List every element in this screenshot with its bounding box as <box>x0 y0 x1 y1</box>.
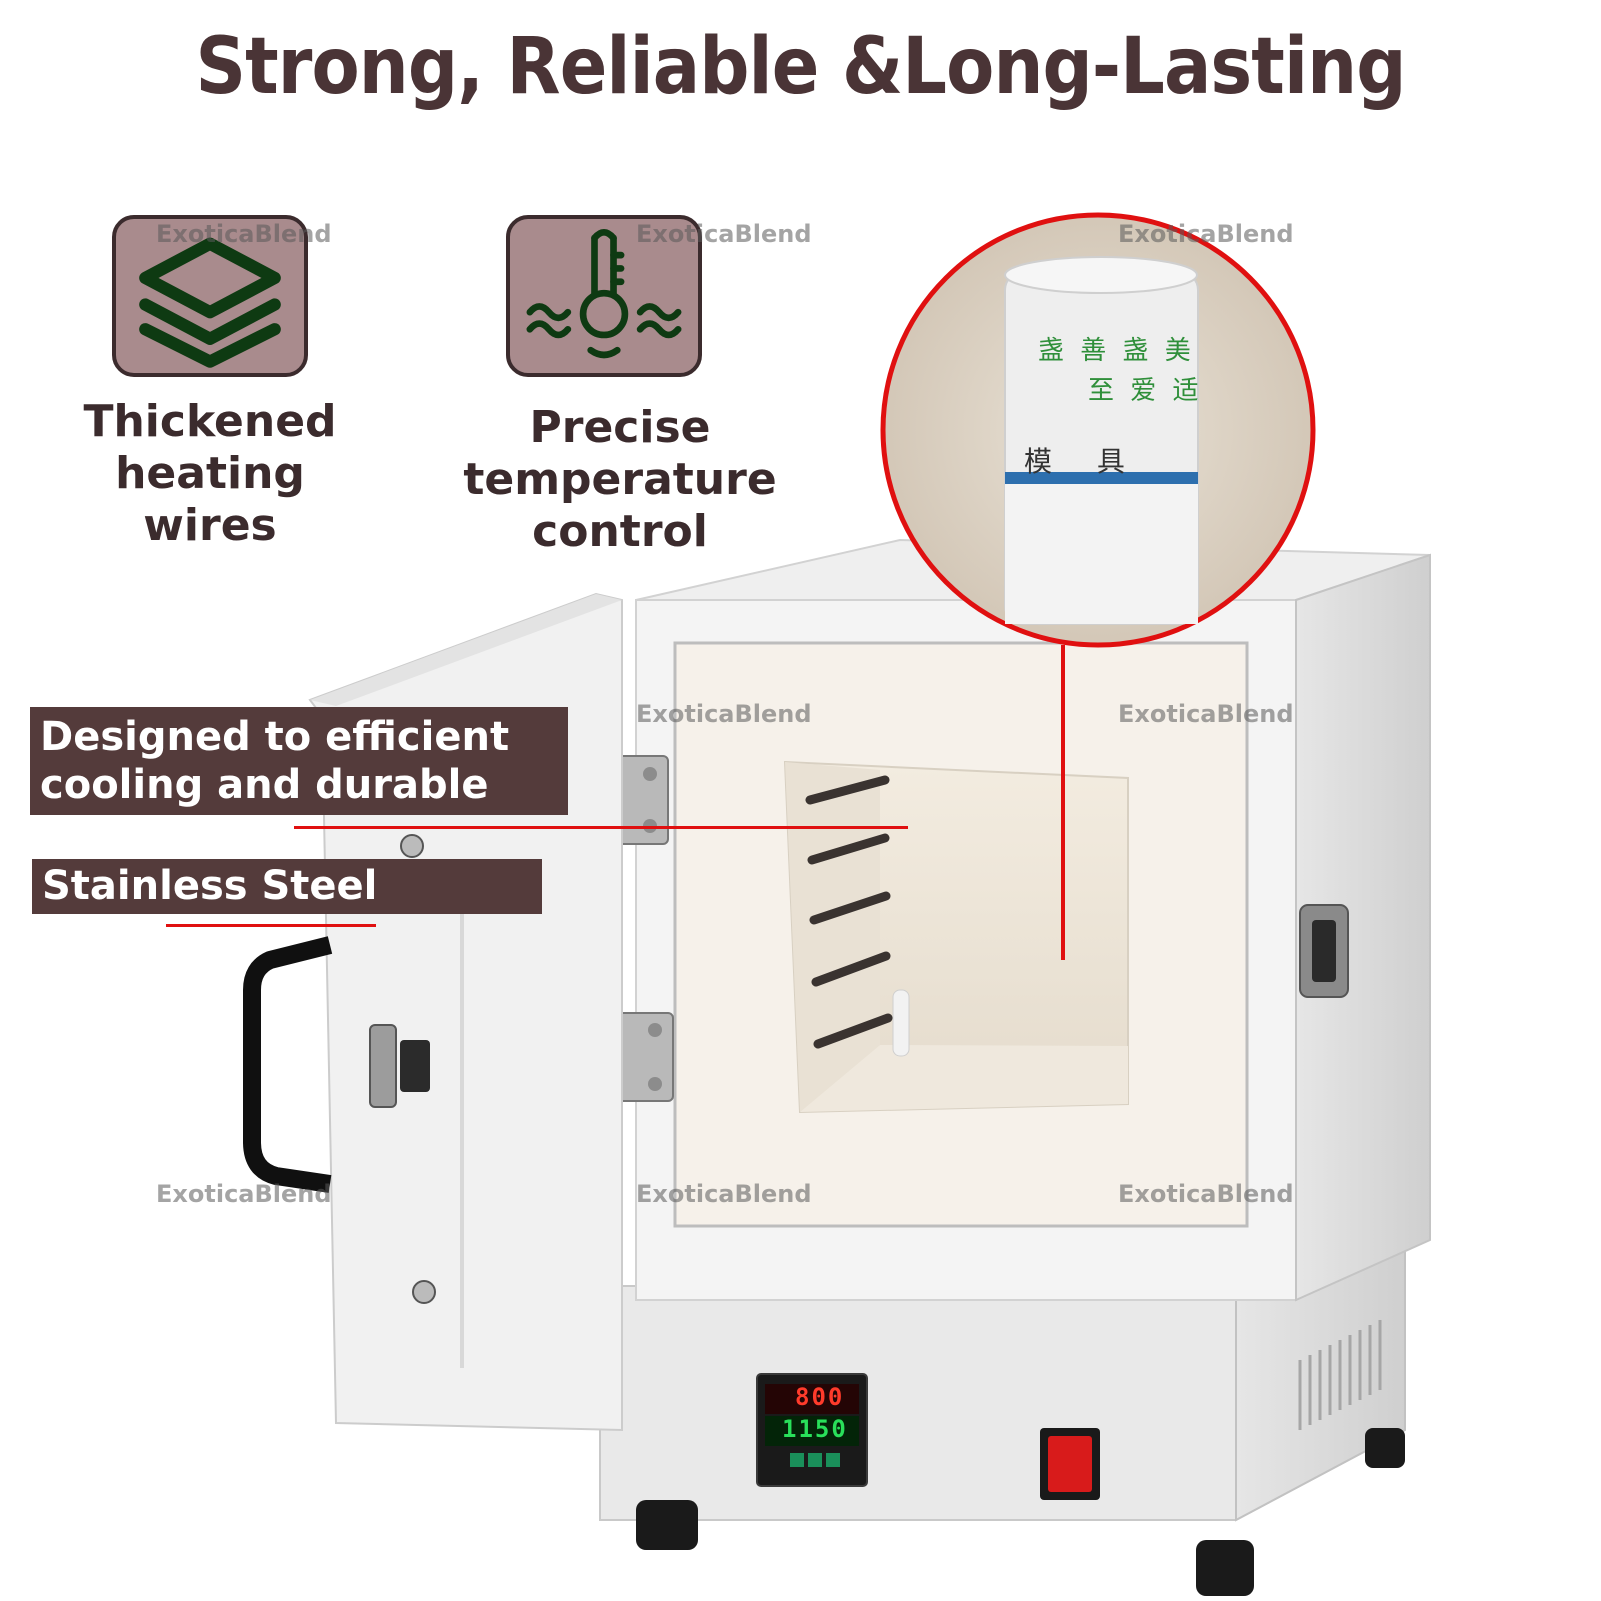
controller-sv-display: 1150 <box>782 1415 848 1443</box>
watermark: ExoticaBlend <box>1118 1180 1294 1208</box>
pointer-line-cooling <box>294 826 908 829</box>
controller-pv-display: 800 <box>795 1383 845 1411</box>
crucible-label-row-3: 模 具 <box>1024 445 1143 478</box>
layers-icon <box>112 215 308 377</box>
watermark: ExoticaBlend <box>156 220 332 248</box>
crucible-label-row-1: 盏 善 盏 美 <box>1038 336 1195 366</box>
watermark: ExoticaBlend <box>156 1180 332 1208</box>
watermark: ExoticaBlend <box>1118 700 1294 728</box>
feature-label-heating-wires: Thickened heating wires <box>83 396 337 551</box>
pointer-line-surface <box>166 924 376 927</box>
headline: Strong, Reliable &Long-Lasting <box>195 22 1406 112</box>
watermark: ExoticaBlend <box>636 1180 812 1208</box>
thermometer-icon <box>506 215 702 377</box>
feature-label-temperature-control: Precise temperature control <box>463 402 777 557</box>
crucible-label-row-2: 至 爱 适 <box>1088 376 1203 406</box>
callout-cooling: Designed to efficient cooling and durabl… <box>30 707 568 856</box>
watermark: ExoticaBlend <box>636 700 812 728</box>
watermark: ExoticaBlend <box>636 220 812 248</box>
watermark: ExoticaBlend <box>1118 220 1294 248</box>
callout-stainless-surface: Stainless Steel Surface <box>32 859 542 964</box>
